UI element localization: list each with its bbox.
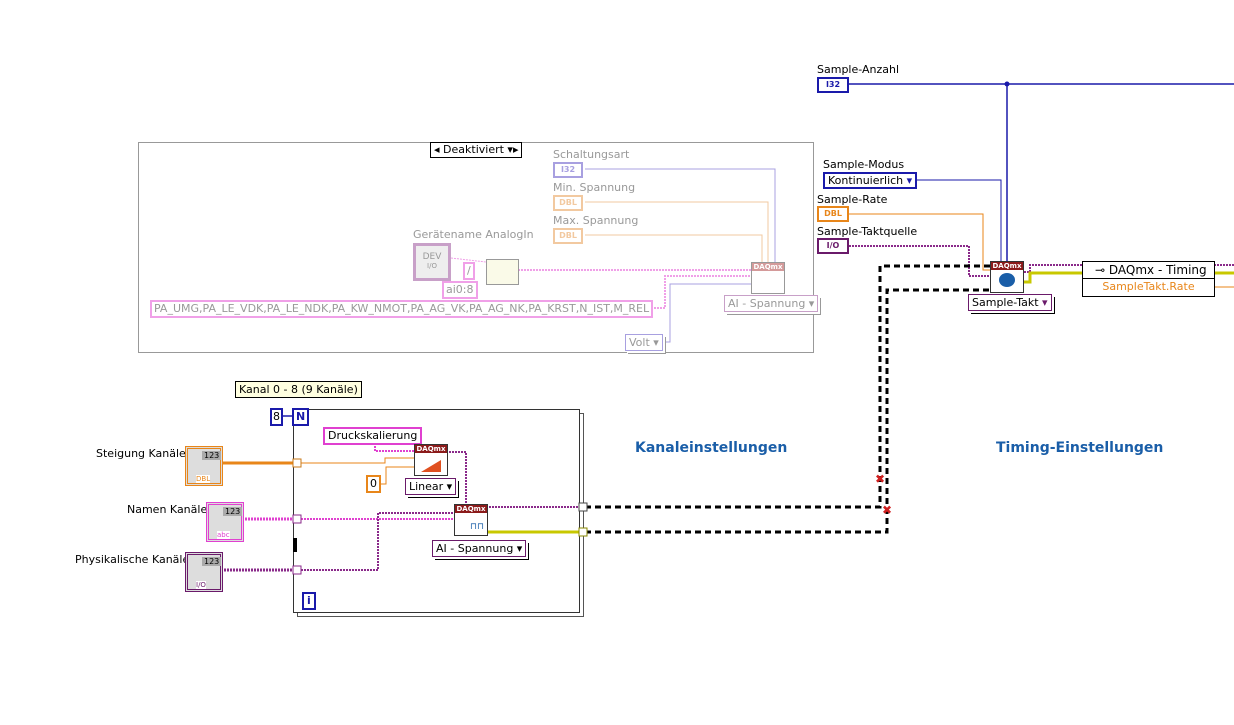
sample-takt-selector[interactable]: Sample-Takt ▾ xyxy=(968,294,1052,311)
selector-value: Linear xyxy=(409,480,444,493)
channel-section-title: Kanaleinstellungen xyxy=(635,440,788,456)
daqmx-create-channel-node[interactable]: DAQmx ⊓⊓ xyxy=(454,504,488,536)
selector-value: Volt xyxy=(629,336,650,349)
concatenate-strings-icon[interactable] xyxy=(486,259,519,285)
wire-volt xyxy=(665,283,751,343)
sample-taktquelle-control[interactable]: I/O xyxy=(817,238,849,254)
property-sampletakt-rate[interactable]: SampleTakt.Rate xyxy=(1102,280,1195,293)
channel-names-constant[interactable]: PA_UMG,PA_LE_VDK,PA_LE_NDK,PA_KW_NMOT,PA… xyxy=(150,300,654,318)
timing-section-title: Timing-Einstellungen xyxy=(996,440,1164,456)
daqmx-create-scale-node[interactable]: DAQmx xyxy=(414,444,448,476)
sample-anzahl-control[interactable]: I32 xyxy=(817,77,849,93)
daqmx-create-channel-disabled[interactable]: DAQmx xyxy=(751,262,785,294)
schaltungsart-label: Schaltungsart xyxy=(553,148,630,161)
property-node-title: DAQmx - Timing xyxy=(1108,263,1207,277)
geraetename-value: DEV xyxy=(422,252,442,262)
channel-comment: Kanal 0 - 8 (9 Kanäle) xyxy=(235,381,362,398)
geraetename-label: Gerätename AnalogIn xyxy=(413,228,534,241)
clock-icon xyxy=(999,273,1015,287)
tunnel xyxy=(292,565,302,575)
array-element: 123 xyxy=(223,507,243,516)
slash-constant[interactable]: / xyxy=(463,262,475,280)
linear-selector[interactable]: Linear ▾ xyxy=(405,478,457,495)
sample-anzahl-label: Sample-Anzahl xyxy=(817,63,900,76)
tunnel xyxy=(578,527,588,537)
min-spannung-control[interactable]: DBL xyxy=(553,195,583,211)
daqmx-header: DAQmx xyxy=(455,505,487,513)
wire-error-broken xyxy=(585,288,990,534)
loop-count-terminal[interactable]: N xyxy=(292,408,310,426)
selector-value: AI - Spannung xyxy=(728,297,806,310)
daqmx-timing-node[interactable]: DAQmx xyxy=(990,261,1024,293)
wire-task-broken xyxy=(585,264,990,509)
min-spannung-label: Min. Spannung xyxy=(553,181,636,194)
wire-min xyxy=(585,201,769,262)
linear-scale-icon xyxy=(421,460,441,472)
wire-schaltungsart xyxy=(585,168,776,262)
sample-rate-control[interactable]: DBL xyxy=(817,206,849,222)
sample-rate-label: Sample-Rate xyxy=(817,193,888,206)
max-spannung-label: Max. Spannung xyxy=(553,214,639,227)
type-label: I/O xyxy=(196,581,206,589)
daqmx-header: DAQmx xyxy=(991,262,1023,270)
disabled-structure-border xyxy=(138,142,814,353)
zero-constant[interactable]: 0 xyxy=(366,475,381,493)
daqmx-header: DAQmx xyxy=(415,445,447,453)
namen-array-control[interactable]: 123 abc xyxy=(206,502,244,542)
wire-error-timing xyxy=(1024,271,1082,284)
waveform-icon: ⊓⊓ xyxy=(469,522,484,532)
sample-modus-label: Sample-Modus xyxy=(823,158,905,171)
loop-count-constant[interactable]: 8 xyxy=(270,408,283,426)
wire-sample-modus xyxy=(906,179,1002,262)
array-element: 123 xyxy=(202,557,222,566)
tunnel xyxy=(578,502,588,512)
ai-spannung-selector-disabled[interactable]: AI - Spannung ▾ xyxy=(724,295,819,312)
case-selector[interactable]: ◂ Deaktiviert ▾▸ xyxy=(430,142,523,158)
tunnel xyxy=(292,514,302,524)
daqmx-header: DAQmx xyxy=(752,263,784,271)
geraetename-type: I/O xyxy=(427,262,437,270)
broken-wire-x-icon: ✖ xyxy=(875,472,885,486)
physikalisch-label: Physikalische Kanäle xyxy=(75,553,190,566)
wire-sample-rate xyxy=(849,213,992,271)
selector-value: AI - Spannung xyxy=(436,542,514,555)
wire-taktquelle xyxy=(849,245,990,277)
daqmx-timing-property-node[interactable]: ⊸ DAQmx - Timing SampleTakt.Rate xyxy=(1082,261,1215,297)
loop-iteration-terminal: i xyxy=(302,592,316,610)
loop-condition-bar xyxy=(293,538,297,552)
sample-modus-selector[interactable]: Kontinuierlich ▾ xyxy=(823,172,918,189)
druckskalierung-constant[interactable]: Druckskalierung xyxy=(323,427,423,445)
property-node-header: ⊸ DAQmx - Timing xyxy=(1083,262,1214,279)
type-label: DBL xyxy=(196,475,211,483)
selector-value: Sample-Takt xyxy=(972,296,1039,309)
namen-label: Namen Kanäle xyxy=(127,503,208,516)
ai-spannung-selector[interactable]: AI - Spannung ▾ xyxy=(432,540,527,557)
wire-names xyxy=(651,275,751,309)
ai-constant[interactable]: ai0:8 xyxy=(442,281,478,299)
selector-value: Kontinuierlich xyxy=(828,174,904,187)
array-element: 123 xyxy=(202,451,222,460)
sample-taktquelle-label: Sample-Taktquelle xyxy=(817,225,918,238)
steigung-label: Steigung Kanäle xyxy=(96,447,186,460)
broken-wire-x-icon: ✖ xyxy=(882,503,892,517)
case-selector-value: Deaktiviert xyxy=(443,143,504,156)
tunnel xyxy=(292,458,302,468)
max-spannung-control[interactable]: DBL xyxy=(553,228,583,244)
wire-max xyxy=(585,234,763,262)
type-label: abc xyxy=(217,531,230,539)
schaltungsart-control[interactable]: I32 xyxy=(553,162,583,178)
volt-selector[interactable]: Volt ▾ xyxy=(625,334,663,351)
